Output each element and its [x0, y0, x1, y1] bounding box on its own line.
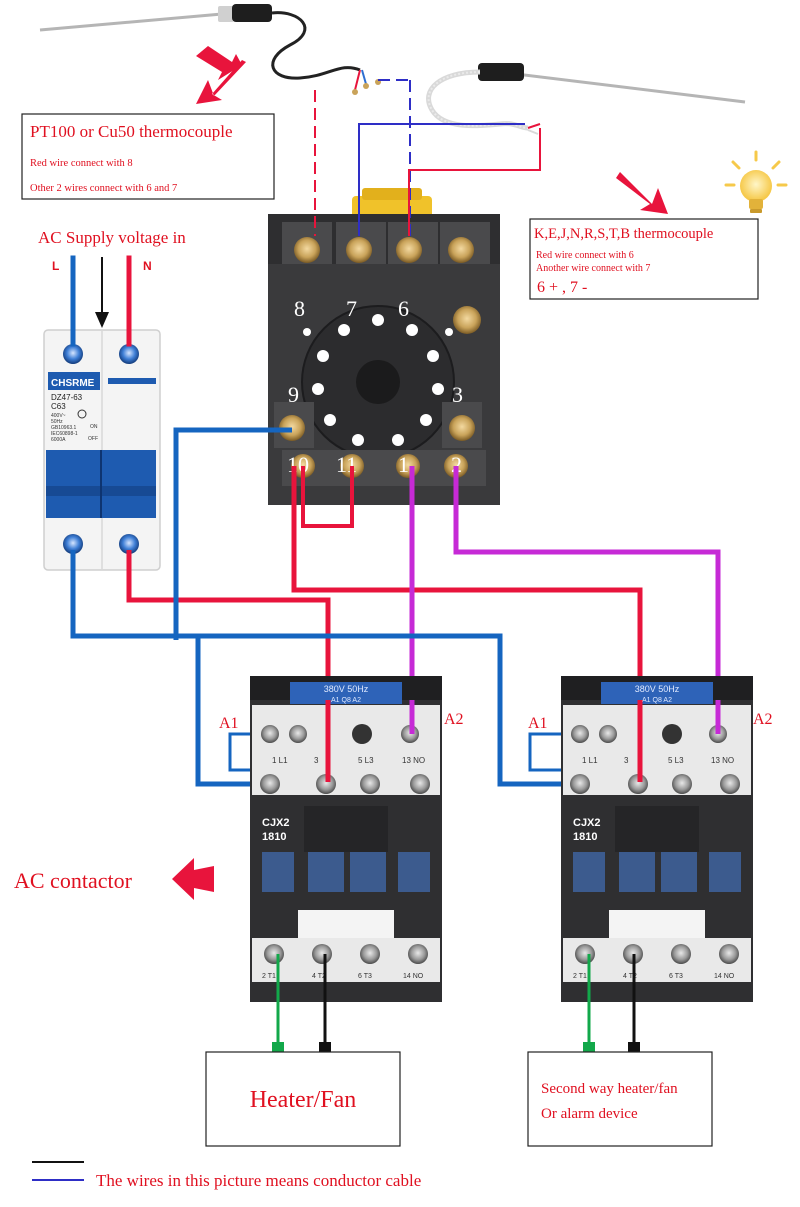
- contactor-2-t13: 13 NO: [711, 756, 734, 765]
- contactor-1-b14: 14 NO: [403, 973, 424, 980]
- contactor-1-b4: 4 T2: [312, 973, 326, 980]
- pin-10-label: 10: [287, 452, 309, 477]
- breaker-screw-top-r: [119, 344, 139, 364]
- pin-1-label: 1: [398, 452, 409, 477]
- k-type-line2: Another wire connect with 7: [536, 263, 650, 274]
- contactor-1-t13: 13 NO: [402, 756, 425, 765]
- supply-wires: [70, 255, 132, 347]
- screw-pin4: [453, 306, 481, 334]
- contactor-1-coil-label: 380V 50Hz: [324, 684, 369, 694]
- contactor-2-b2: 2 T1: [573, 973, 587, 980]
- contactor-2-t5: 5 L3: [668, 756, 684, 765]
- contactor-2-b6: 6 T3: [669, 973, 683, 980]
- contactor-2-coil-label: 380V 50Hz: [635, 684, 680, 694]
- breaker-spec5: 6000A: [51, 437, 66, 443]
- pin-9-label: 9: [288, 382, 299, 407]
- relay-top-terminals: [282, 222, 490, 264]
- contactor-1-model1: CJX2: [262, 817, 290, 829]
- screw-pin8: [294, 237, 320, 263]
- breaker-screw-top-l: [63, 344, 83, 364]
- contactor-2-b14: 14 NO: [714, 973, 735, 980]
- k-type-info-box: K,E,J,N,R,S,T,B thermocouple Red wire co…: [529, 218, 759, 300]
- contactor-2-t1: 1 L1: [582, 756, 598, 765]
- contactor-1-t5: 5 L3: [358, 756, 374, 765]
- contactor-1-b2: 2 T1: [262, 973, 276, 980]
- breaker-spec3: GB10963.1: [51, 425, 77, 431]
- contactor-1-b6: 6 T3: [358, 973, 372, 980]
- pt100-line1: Red wire connect with 8: [30, 158, 133, 169]
- screw-pin5: [448, 237, 474, 263]
- pin-3-label: 3: [452, 382, 463, 407]
- breaker-spec4: IEC60898-1: [51, 431, 78, 437]
- legend-text: The wires in this picture means conducto…: [96, 1171, 421, 1190]
- contactor-1-a1: A1: [219, 715, 239, 732]
- contactor-2-a1: A1: [528, 715, 548, 732]
- breaker-brand: CHSRME: [51, 378, 95, 389]
- contactor-1: 380V 50Hz A1 Q8 A2 1 L1 3 5 L3 13 NO CJX…: [250, 676, 442, 1002]
- breaker-screw-bot-r: [119, 534, 139, 554]
- legend: The wires in this picture means conducto…: [32, 1161, 421, 1190]
- screw-pin6: [396, 237, 422, 263]
- contactor-2: 380V 50Hz A1 Q8 A2 1 L1 3 5 L3 13 NO CJX…: [561, 676, 753, 1002]
- contactor-1-a2: A2: [444, 711, 464, 728]
- load-box-1: Heater/Fan: [205, 1051, 401, 1147]
- contactor-overlay-wires: [325, 700, 721, 782]
- screw-pin3: [449, 415, 475, 441]
- arrow-k-type: [616, 172, 668, 214]
- breaker-on: ON: [90, 424, 98, 430]
- breaker-spec2: 50Hz: [51, 419, 63, 425]
- arrow-pt100: [196, 46, 246, 104]
- k-type-polarity: 6 + , 7 -: [537, 279, 587, 296]
- breaker-off: OFF: [88, 436, 98, 442]
- contactor-1-t3: 3: [314, 756, 319, 765]
- relay-socket: 8 7 6 9 3 10 11 1 2: [268, 188, 500, 505]
- pin-6-label: 6: [398, 296, 409, 321]
- second-load-line1: Second way heater/fan: [541, 1081, 678, 1097]
- load-wires: [272, 954, 640, 1052]
- breaker-spec1: 400V~: [51, 413, 66, 419]
- contactor-2-model2: 1810: [573, 831, 597, 843]
- load-box-2: Second way heater/fan Or alarm device: [527, 1051, 713, 1147]
- contactor-2-coil-sub: A1 Q8 A2: [642, 697, 672, 704]
- circuit-breaker: CHSRME DZ47-63 C63 400V~ 50Hz GB10963.1 …: [43, 329, 161, 571]
- pin-11-label: 11: [336, 452, 357, 477]
- contactor-2-b4: 4 T2: [623, 973, 637, 980]
- breaker-rating: C63: [51, 402, 66, 411]
- heater-fan-label: Heater/Fan: [250, 1087, 357, 1113]
- lightbulb-icon: [724, 150, 788, 213]
- pin-7-label: 7: [346, 296, 357, 321]
- k-type-line1: Red wire connect with 6: [536, 250, 634, 261]
- ac-contactor-label: AC contactor: [14, 868, 133, 893]
- contactor-2-a2: A2: [753, 711, 773, 728]
- contactor-1-coil-sub: A1 Q8 A2: [331, 697, 361, 704]
- contactor-2-model1: CJX2: [573, 817, 601, 829]
- pin-2-label: 2: [451, 452, 462, 477]
- sensor-wires: [314, 79, 541, 236]
- live-label: L: [52, 259, 59, 273]
- arrow-contactor: [172, 858, 214, 900]
- breaker-model: DZ47-63: [51, 393, 83, 402]
- contactor-2-t3: 3: [624, 756, 629, 765]
- contactor-1-model2: 1810: [262, 831, 286, 843]
- breaker-screw-bot-l: [63, 534, 83, 554]
- ac-supply-label: AC Supply voltage in: [38, 228, 186, 247]
- pt100-title: PT100 or Cu50 thermocouple: [30, 122, 233, 141]
- neutral-label: N: [143, 259, 152, 273]
- pin-8-label: 8: [294, 296, 305, 321]
- screw-pin7: [346, 237, 372, 263]
- pt100-line2: Other 2 wires connect with 6 and 7: [30, 183, 177, 194]
- socket-holes: [303, 314, 453, 446]
- contactor-1-t1: 1 L1: [272, 756, 288, 765]
- pt100-info-box: PT100 or Cu50 thermocouple Red wire conn…: [21, 113, 275, 200]
- second-load-line2: Or alarm device: [541, 1106, 638, 1122]
- k-type-title: K,E,J,N,R,S,T,B thermocouple: [534, 226, 713, 242]
